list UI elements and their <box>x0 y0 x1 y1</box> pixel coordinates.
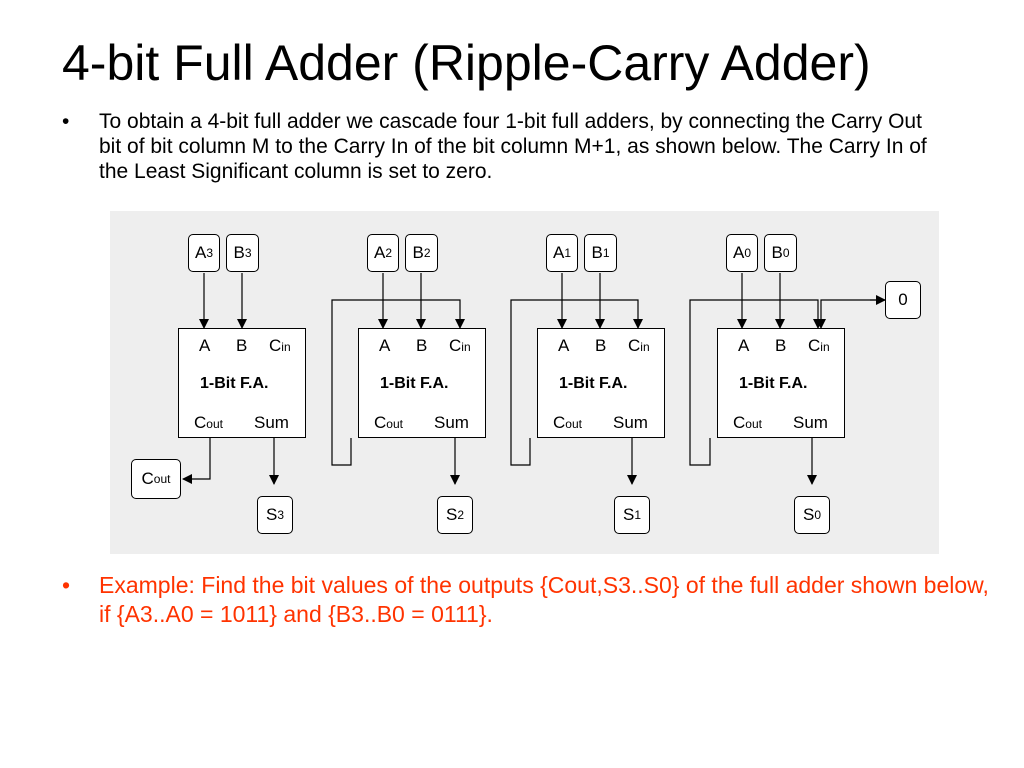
fa-pin-b: B <box>775 336 787 355</box>
slide-title: 4-bit Full Adder (Ripple-Carry Adder) <box>62 35 871 91</box>
full-adder-2: A B Cin 1-Bit F.A. Cout Sum <box>358 328 486 438</box>
full-adder-3: A B Cin 1-Bit F.A. Cout Sum <box>178 328 306 438</box>
fa-pin-cout: Cout <box>553 413 582 432</box>
carry-wire-2-to-3 <box>331 299 465 466</box>
example-text: Example: Find the bit values of the outp… <box>99 572 989 627</box>
fa-pin-sum: Sum <box>254 413 289 432</box>
fa-pin-a: A <box>738 336 750 355</box>
carry-wire-0-to-1 <box>689 299 823 466</box>
fa-pin-a: A <box>558 336 570 355</box>
full-adder-0: A B Cin 1-Bit F.A. Cout Sum <box>717 328 845 438</box>
fa-pin-cin: Cin <box>628 336 650 355</box>
example-bullet: • Example: Find the bit values of the ou… <box>62 571 1002 629</box>
bullet-mark: • <box>62 572 71 598</box>
fa-pin-a: A <box>379 336 391 355</box>
wiring <box>182 273 886 485</box>
fa-title: 1-Bit F.A. <box>559 375 628 392</box>
fa-pin-b: B <box>595 336 607 355</box>
carry-out-wire <box>182 438 211 484</box>
full-adder-1: A B Cin 1-Bit F.A. Cout Sum <box>537 328 665 438</box>
fa-pin-cout: Cout <box>374 413 403 432</box>
fa-title: 1-Bit F.A. <box>739 375 808 392</box>
fa-pin-cout: Cout <box>733 413 762 432</box>
fa-title: 1-Bit F.A. <box>200 375 269 392</box>
fa-pin-cin: Cin <box>269 336 291 355</box>
fa-pin-sum: Sum <box>613 413 648 432</box>
fa-pin-b: B <box>236 336 248 355</box>
fa-pin-sum: Sum <box>434 413 469 432</box>
fa-pin-cin: Cin <box>808 336 830 355</box>
carry-in-zero: 0 <box>885 281 921 319</box>
fa-pin-cin: Cin <box>449 336 471 355</box>
carry-wire-1-to-2 <box>510 299 643 466</box>
fa-pin-cout: Cout <box>194 413 223 432</box>
fa-title: 1-Bit F.A. <box>380 375 449 392</box>
intro-bullet: • To obtain a 4-bit full adder we cascad… <box>62 109 942 184</box>
fa-pin-sum: Sum <box>793 413 828 432</box>
intro-text: To obtain a 4-bit full adder we cascade … <box>99 110 927 183</box>
fa-pin-b: B <box>416 336 428 355</box>
bullet-mark: • <box>62 110 70 133</box>
carry-in-zero-wire <box>816 299 885 329</box>
fa-pin-a: A <box>199 336 211 355</box>
